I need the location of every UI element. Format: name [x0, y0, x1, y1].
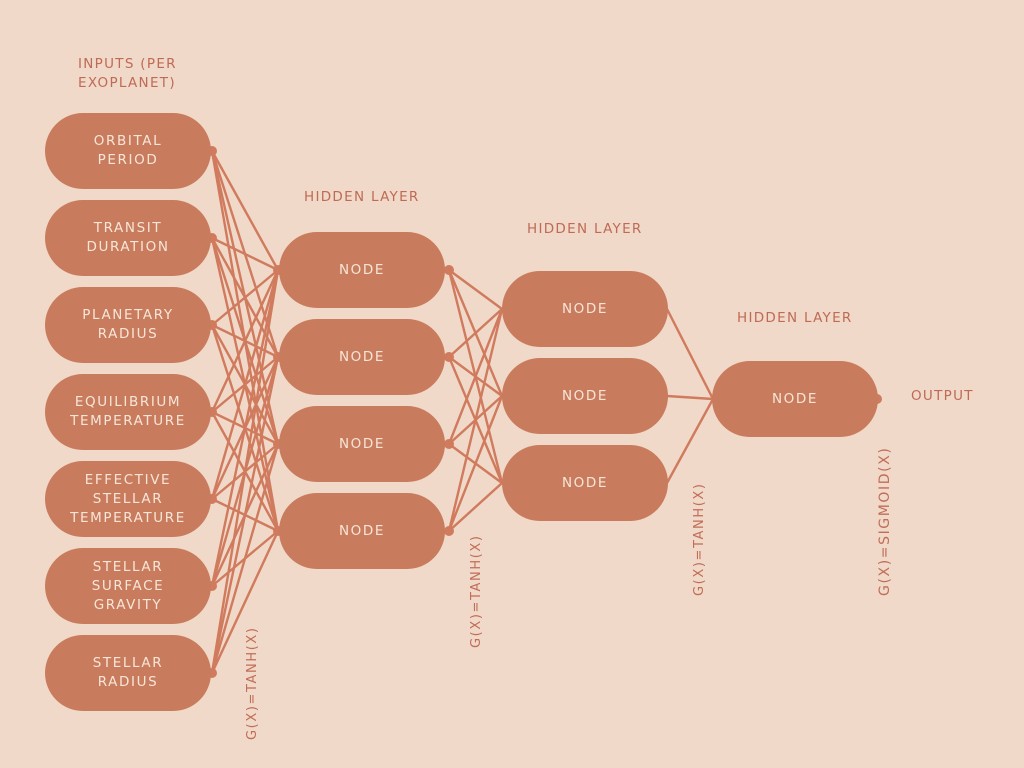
input-node-orbital-period: ORBITAL PERIOD	[45, 113, 211, 189]
hidden3-node: NODE	[712, 361, 878, 437]
hidden-layer-1-label: HIDDEN LAYER	[304, 189, 420, 205]
connection-line	[665, 394, 715, 401]
hidden-layer-3-label: HIDDEN LAYER	[737, 310, 853, 326]
hidden2-node: NODE	[502, 271, 668, 347]
input-node-transit-duration: TRANSIT DURATION	[45, 200, 211, 276]
activation-label-layer1: G(X)=TANH(X)	[245, 626, 260, 740]
connection-line	[210, 268, 280, 327]
connection-line	[210, 236, 280, 272]
hidden2-node: NODE	[502, 358, 668, 434]
connection-line	[447, 307, 504, 533]
connection-lines	[210, 149, 715, 675]
connection-line	[447, 307, 504, 446]
connection-line	[665, 307, 715, 401]
hidden1-node: NODE	[279, 319, 445, 395]
inputs-header: INPUTS (PER EXOPLANET)	[78, 56, 177, 91]
input-node-effective-stellar-temperature: EFFECTIVE STELLAR TEMPERATURE	[45, 461, 211, 537]
input-node-planetary-radius: PLANETARY RADIUS	[45, 287, 211, 363]
input-node-stellar-surface-gravity: STELLAR SURFACE GRAVITY	[45, 548, 211, 624]
activation-label-layer2: G(X)=TANH(X)	[469, 534, 484, 648]
hidden1-node: NODE	[279, 232, 445, 308]
connection-line	[210, 442, 280, 675]
connection-line	[210, 268, 280, 588]
output-label: OUTPUT	[911, 388, 974, 404]
connection-line	[665, 397, 715, 485]
connection-line	[210, 268, 280, 501]
connection-dot	[444, 526, 454, 536]
activation-label-output: G(X)=SIGMOID(X)	[877, 446, 893, 596]
connection-line	[210, 268, 280, 414]
activation-label-layer3: G(X)=TANH(X)	[692, 482, 707, 596]
input-node-stellar-radius: STELLAR RADIUS	[45, 635, 211, 711]
connection-dot	[444, 352, 454, 362]
connection-line	[447, 394, 504, 533]
hidden2-node: NODE	[502, 445, 668, 521]
input-node-equilibrium-temperature: EQUILIBRIUM TEMPERATURE	[45, 374, 211, 450]
connection-dot	[444, 439, 454, 449]
connection-line	[210, 529, 280, 675]
connection-line	[210, 149, 280, 272]
connection-line	[447, 268, 504, 311]
connection-line	[447, 481, 504, 533]
hidden1-node: NODE	[279, 406, 445, 482]
connection-dot	[444, 265, 454, 275]
connection-line	[447, 307, 504, 359]
hidden1-node: NODE	[279, 493, 445, 569]
connection-line	[210, 355, 280, 675]
connection-line	[210, 268, 280, 675]
hidden-layer-2-label: HIDDEN LAYER	[527, 221, 643, 237]
